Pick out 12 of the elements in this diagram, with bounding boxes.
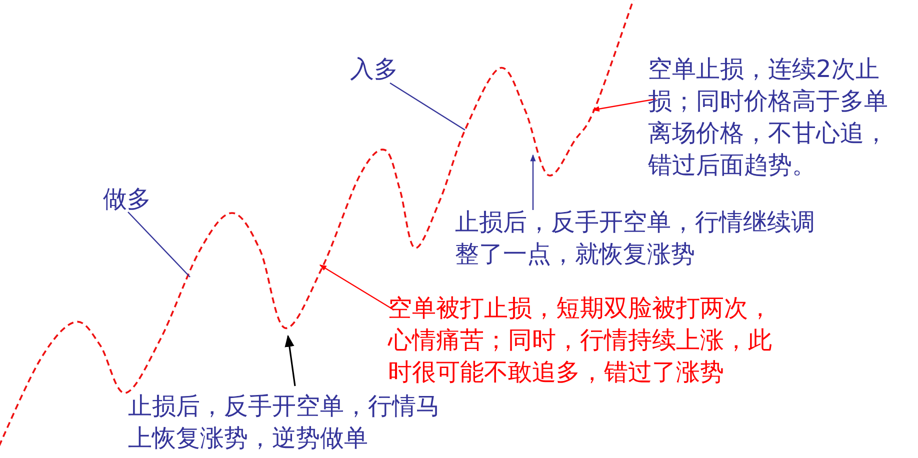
arrow [284, 334, 296, 386]
annotation-text: 止损后，反手开空单，行情继续调整了一点，就恢复涨势 [455, 207, 816, 270]
annotation-text: 入多 [350, 54, 399, 85]
annotation-text: 空单止损，连续2次止损；同时价格高于多单离场价格，不甘心追，错过后面趋势。 [648, 54, 889, 181]
leader-line [128, 212, 190, 278]
arrow [592, 98, 656, 112]
arrow [530, 154, 536, 210]
arrow [319, 264, 394, 311]
annotation-text: 做多 [103, 184, 152, 215]
annotation-text: 空单被打止损，短期双脸被打两次，心情痛苦；同时，行情持续上涨，此时很可能不敢追多，错过了涨势 [388, 293, 773, 388]
leader-line [390, 82, 466, 130]
annotation-text: 止损后，反手开空单，行情马上恢复涨势，逆势做单 [128, 391, 441, 454]
